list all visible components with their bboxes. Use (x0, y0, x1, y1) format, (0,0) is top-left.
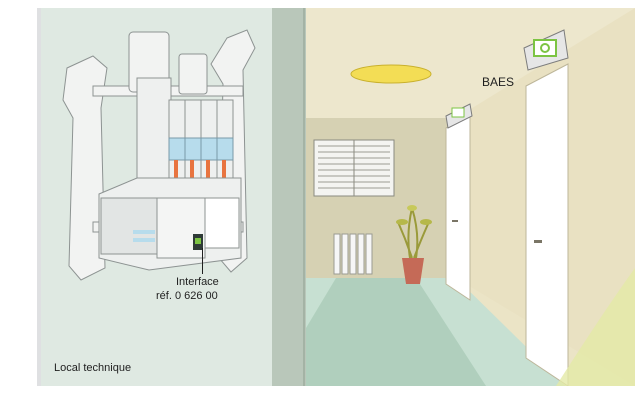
wall-divider (272, 8, 306, 386)
corridor-scene (306, 8, 635, 386)
local-technique-panel (41, 8, 272, 386)
window-shutter (314, 140, 394, 196)
radiator (334, 234, 372, 274)
local-technique-label: Local technique (54, 360, 131, 376)
wall-divider-edge (303, 8, 305, 386)
interface-callout-line (202, 248, 203, 274)
electrical-cabinet-illustration (41, 8, 272, 386)
baes-label: BAES (482, 74, 514, 90)
door-1 (446, 116, 470, 300)
ceiling-light (351, 65, 431, 83)
door-2 (526, 64, 568, 386)
corridor-illustration (306, 8, 635, 386)
interface-module (99, 178, 241, 270)
interface-reference-label: réf. 0 626 00 (156, 288, 218, 304)
